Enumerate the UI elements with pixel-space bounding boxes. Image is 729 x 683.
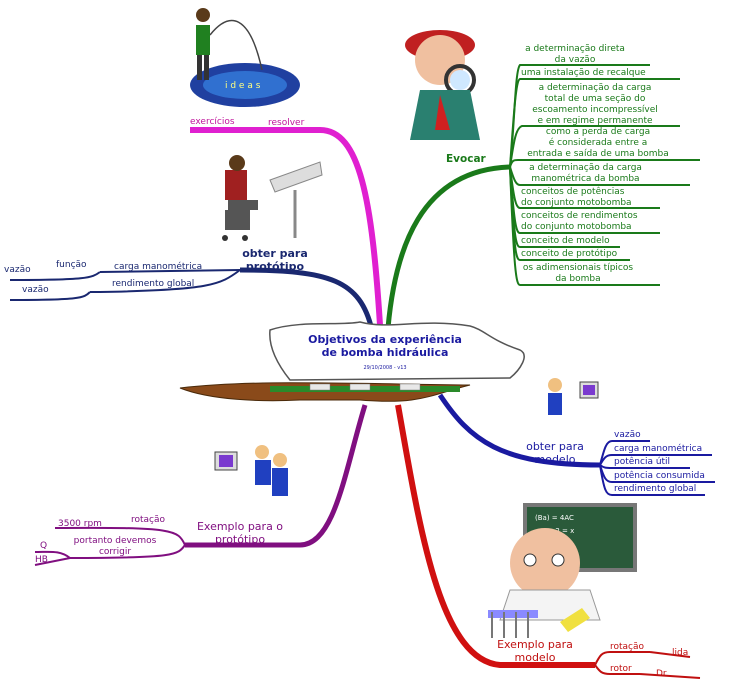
evocar-item-text: do conjunto motobomba — [521, 222, 632, 232]
exemplo-modelo-label-line: Exemplo para — [497, 638, 573, 651]
funcao-label[interactable]: função — [56, 260, 87, 270]
evocar-item-text: os adimensionais típicos — [522, 263, 634, 273]
modelo-item[interactable]: rendimento global — [614, 484, 697, 494]
evocar-item[interactable]: conceito de modelo — [521, 236, 610, 246]
hb-label[interactable]: HB — [35, 555, 48, 565]
dr-label[interactable]: Dr — [656, 669, 667, 679]
rpm-label[interactable]: 3500 rpm — [58, 519, 102, 529]
exemplo-prototipo-label-line: Exemplo para o — [196, 520, 284, 533]
exemplo-prototipo-connectors — [34, 526, 186, 566]
evocar-item[interactable]: os adimensionais típicos da bomba — [518, 263, 638, 285]
evocar-item[interactable]: como a perda de carga é considerada entr… — [518, 127, 678, 160]
rotor-label[interactable]: rotor — [610, 664, 632, 674]
svg-text:(Ba) = 4AC: (Ba) = 4AC — [535, 514, 574, 522]
central-title: Objetivos da experiência de bomba hidráu… — [285, 333, 485, 359]
exemplo-modelo-label[interactable]: Exemplo para modelo — [490, 638, 580, 664]
rotacao-modelo-label[interactable]: rotação — [610, 642, 645, 652]
branch-obter-prototipo — [239, 267, 375, 331]
evocar-item[interactable]: a determinação da carga manométrica da b… — [518, 163, 653, 185]
prototipo-connectors — [9, 269, 241, 301]
vazao-label[interactable]: vazão — [4, 265, 31, 275]
evocar-item[interactable]: a determinação direta da vazão — [510, 44, 640, 66]
rotacao-label[interactable]: rotação — [131, 515, 166, 525]
modelo-item[interactable]: vazão — [614, 430, 641, 440]
exemplo-modelo-label-line: modelo — [514, 651, 556, 664]
branch-exemplo-modelo — [395, 404, 595, 668]
central-title-line2: de bomba hidráulica — [321, 346, 449, 359]
portanto-label-line: corrigir — [98, 547, 132, 557]
evocar-item-text: total de uma seção do — [544, 94, 646, 104]
portanto-label-line: portanto devemos — [73, 536, 157, 546]
evocar-item[interactable]: conceito de protótipo — [521, 249, 618, 259]
evocar-item-text: do conjunto motobomba — [521, 198, 632, 208]
central-date: 29/10/2008 - v13 — [363, 365, 407, 371]
central-title-line1: Objetivos da experiência — [308, 333, 462, 346]
evocar-item-text: como a perda de carga — [545, 127, 651, 137]
computer-users-illustration — [214, 445, 288, 496]
resolver-label[interactable]: resolver — [268, 118, 305, 128]
evocar-item-text: conceitos de rendimentos — [521, 211, 638, 221]
central-cloud — [179, 321, 525, 402]
exemplo-prototipo-label-line: protótipo — [214, 533, 266, 546]
modelo-item[interactable]: carga manométrica — [614, 444, 703, 454]
evocar-item-text: a determinação da carga — [529, 163, 642, 173]
modelo-item[interactable]: potência consumida — [614, 471, 705, 481]
modelo-item[interactable]: potência útil — [614, 457, 671, 467]
fishing-person-illustration: i d e a s — [190, 8, 300, 107]
lida-label[interactable]: lida — [672, 648, 689, 658]
obter-modelo-label-line: obter para — [526, 440, 584, 453]
exercicios-label[interactable]: exercícios — [190, 117, 235, 127]
evocar-item-text: escoamento incompressível — [532, 105, 658, 115]
evocar-item-text: entrada e saída de uma bomba — [527, 149, 669, 159]
evocar-item[interactable]: a determinação da carga total de uma seç… — [520, 83, 670, 127]
obter-prototipo-label[interactable]: obter para protótipo — [235, 247, 315, 273]
evocar-item-text: é considerada entre a — [548, 138, 648, 148]
evocar-item-text: e em regime permanente — [537, 116, 653, 126]
obter-modelo-label[interactable]: obter para modelo — [520, 440, 590, 466]
evocar-connectors — [509, 64, 700, 286]
evocar-item-text: manométrica da bomba — [531, 174, 640, 184]
q-label[interactable]: Q — [40, 541, 48, 551]
scientist-illustration: (Ba) = 4AC = ew 2 = x — [488, 503, 637, 638]
exemplo-modelo-connectors — [594, 651, 701, 679]
rendimento-global-label[interactable]: rendimento global — [112, 279, 195, 289]
evocar-item-text: da vazão — [554, 55, 596, 65]
detective-illustration — [405, 30, 480, 140]
modelo-connectors — [599, 440, 715, 496]
evocar-item[interactable]: conceitos de rendimentos do conjunto mot… — [521, 211, 638, 233]
evocar-item-text: da bomba — [555, 274, 601, 284]
evocar-label[interactable]: Evocar — [446, 153, 486, 165]
obter-prototipo-label-line: protótipo — [245, 260, 305, 273]
evocar-item[interactable]: uma instalação de recalque — [521, 68, 646, 78]
branch-exemplo-prototipo — [185, 404, 368, 548]
drafting-person-illustration — [222, 155, 323, 241]
evocar-item-text: a determinação direta — [525, 44, 625, 54]
portanto-label[interactable]: portanto devemos corrigir — [65, 536, 165, 558]
carga-manometrica-label[interactable]: carga manométrica — [114, 262, 203, 272]
branch-evocar — [385, 164, 511, 329]
branch-exercicios — [190, 127, 383, 326]
exemplo-prototipo-label[interactable]: Exemplo para o protótipo — [185, 520, 295, 546]
svg-text:i d e a s: i d e a s — [225, 81, 261, 91]
obter-modelo-label-line: modelo — [534, 453, 576, 466]
branch-obter-modelo — [437, 393, 601, 468]
worker-illustration — [548, 378, 599, 415]
obter-prototipo-label-line: obter para — [242, 247, 308, 260]
evocar-item[interactable]: conceitos de potências do conjunto motob… — [521, 187, 632, 209]
evocar-item-text: conceitos de potências — [521, 187, 625, 197]
evocar-item-text: a determinação da carga — [538, 83, 652, 93]
vazao-label[interactable]: vazão — [22, 285, 49, 295]
